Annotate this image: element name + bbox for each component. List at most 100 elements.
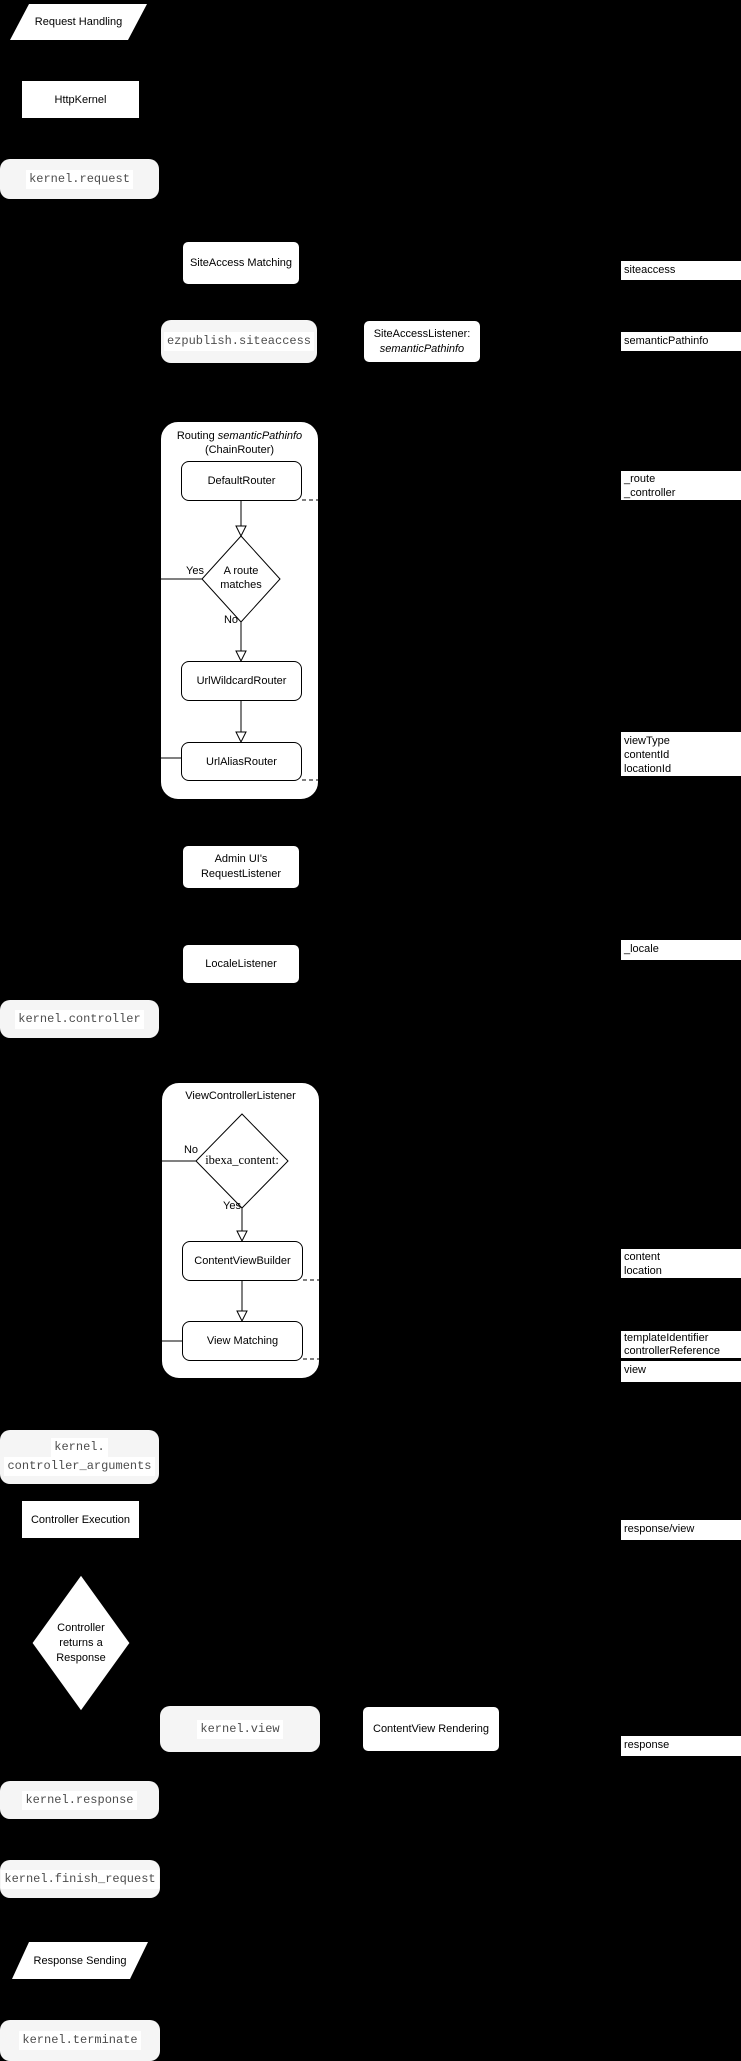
event-controller-arguments-line2: controller_arguments	[4, 1457, 155, 1476]
side-label-locale: _locale	[621, 940, 741, 960]
node-controller-execution-label: Controller Execution	[30, 1513, 131, 1526]
view-controller-listener-container: ViewControllerListener ibexa_content: No…	[161, 1082, 320, 1379]
side-label-semantic-pathinfo: semanticPathinfo	[621, 332, 741, 351]
event-kernel-view: kernel.view	[160, 1706, 320, 1752]
arrowhead-to-route-decision	[235, 525, 247, 538]
arrowhead-to-urlalias	[235, 731, 247, 744]
node-siteaccess-matching: SiteAccess Matching	[182, 241, 300, 285]
side-label-content-location: content location	[621, 1249, 741, 1278]
routing-yes-label: Yes	[174, 565, 204, 577]
routing-container-title: Routing semanticPathinfo (ChainRouter)	[161, 429, 318, 457]
side-label-response-text: response	[624, 1739, 670, 1751]
event-kernel-finish-request: kernel.finish_request	[0, 1860, 160, 1898]
node-default-router-label: DefaultRouter	[207, 475, 276, 487]
event-ezpublish-siteaccess: ezpublish.siteaccess	[161, 320, 317, 363]
controller-returns-response-label: Controller returns a Response	[31, 1621, 131, 1666]
node-url-wildcard-router-label: UrlWildcardRouter	[196, 675, 287, 687]
node-locale-listener-label: LocaleListener	[205, 958, 277, 970]
side-label-route-line1: _route	[624, 473, 656, 485]
side-label-controller-reference: controllerReference	[624, 1345, 720, 1357]
side-label-response-view-text: response/view	[624, 1523, 695, 1535]
view-controller-container-title: ViewControllerListener	[162, 1089, 319, 1103]
side-label-locationid: locationId	[624, 763, 672, 775]
node-admin-ui-line1: Admin UI's	[214, 853, 268, 865]
ibexa-content-decision-label: ibexa_content:	[172, 1153, 312, 1167]
node-view-matching: View Matching	[182, 1321, 303, 1361]
node-siteaccess-listener-line1: SiteAccessListener:	[373, 327, 471, 340]
node-url-alias-router: UrlAliasRouter	[181, 742, 302, 781]
node-view-matching-label: View Matching	[206, 1335, 279, 1347]
side-label-template-controller: templateIdentifier controllerReference	[621, 1331, 741, 1358]
side-label-view: view	[621, 1361, 741, 1382]
side-label-siteaccess-text: siteaccess	[624, 264, 676, 276]
event-ezpublish-siteaccess-label: ezpublish.siteaccess	[163, 332, 315, 351]
event-kernel-response: kernel.response	[0, 1781, 159, 1819]
controller-returns-line1: Controller	[57, 1622, 105, 1634]
side-label-response: response	[621, 1736, 741, 1756]
node-contentview-rendering-label: ContentView Rendering	[373, 1723, 489, 1735]
side-label-content: content	[624, 1251, 661, 1263]
ibexa-content-text: ibexa_content:	[205, 1153, 279, 1167]
routing-no-label: No	[216, 614, 246, 626]
node-http-kernel-label: HttpKernel	[54, 93, 107, 106]
event-kernel-controller: kernel.controller	[0, 1000, 159, 1038]
routing-no-text: No	[223, 614, 239, 626]
view-controller-no-text: No	[183, 1144, 198, 1156]
event-kernel-response-label: kernel.response	[22, 1790, 137, 1810]
event-kernel-view-label: kernel.view	[197, 1719, 283, 1739]
controller-returns-line3: Response	[56, 1652, 106, 1664]
node-contentview-rendering: ContentView Rendering	[362, 1706, 500, 1752]
view-controller-title-text: ViewControllerListener	[185, 1090, 296, 1102]
routing-chainrouter-container: Routing semanticPathinfo (ChainRouter) D…	[160, 421, 319, 800]
node-siteaccess-matching-label: SiteAccess Matching	[189, 257, 293, 269]
node-locale-listener: LocaleListener	[182, 944, 300, 984]
node-request-handling-label: Request Handling	[34, 16, 123, 28]
view-controller-no-label: No	[172, 1144, 198, 1156]
side-label-locale-text: _locale	[624, 943, 659, 955]
arrowhead-to-contentviewbuilder	[236, 1230, 248, 1243]
side-label-template-identifier: templateIdentifier	[624, 1332, 709, 1344]
side-label-response-view: response/view	[621, 1520, 741, 1540]
side-label-siteaccess: siteaccess	[621, 261, 741, 280]
controller-returns-response-diamond	[31, 1574, 131, 1712]
route-matches-line2: matches	[220, 579, 262, 591]
event-kernel-terminate: kernel.terminate	[0, 2020, 160, 2061]
node-content-view-builder-label: ContentViewBuilder	[194, 1255, 291, 1267]
arrowhead-to-view-matching	[236, 1310, 248, 1323]
event-controller-arguments-line1: kernel.	[51, 1438, 108, 1457]
node-response-sending: Response Sending	[12, 1942, 148, 1979]
side-label-contentid: contentId	[624, 749, 670, 761]
side-label-viewtype: viewType	[624, 735, 670, 747]
node-content-view-builder: ContentViewBuilder	[182, 1241, 303, 1281]
side-label-location: location	[624, 1265, 662, 1277]
controller-returns-line2: returns a	[59, 1637, 103, 1649]
side-label-view-params: viewType contentId locationId	[621, 732, 741, 776]
route-matches-line1: A route	[223, 565, 259, 577]
routing-yes-text: Yes	[186, 565, 204, 577]
routing-flow-lines	[161, 499, 318, 781]
event-kernel-finish-request-label: kernel.finish_request	[1, 1869, 159, 1889]
node-admin-ui-request-listener: Admin UI's RequestListener	[182, 845, 300, 889]
view-controller-yes-text: Yes	[223, 1200, 241, 1212]
node-controller-execution: Controller Execution	[21, 1500, 140, 1539]
route-matches-decision-label: A route matches	[171, 564, 311, 592]
routing-title-line2: (ChainRouter)	[204, 444, 275, 456]
routing-title-prefix: Routing	[176, 430, 218, 442]
node-http-kernel: HttpKernel	[21, 80, 140, 119]
side-label-route-line2: _controller	[624, 487, 676, 499]
event-kernel-terminate-label: kernel.terminate	[19, 2031, 141, 2050]
arrowhead-to-urlwildcard	[235, 650, 247, 663]
side-label-route-controller: _route _controller	[621, 471, 741, 500]
node-admin-ui-line2: RequestListener	[200, 868, 282, 880]
node-default-router: DefaultRouter	[181, 461, 302, 501]
node-url-alias-router-label: UrlAliasRouter	[206, 755, 277, 768]
event-kernel-request-label: kernel.request	[26, 169, 133, 189]
side-label-semantic-pathinfo-text: semanticPathinfo	[624, 335, 709, 347]
event-kernel-controller-arguments: kernel. controller_arguments	[0, 1430, 159, 1484]
node-url-wildcard-router: UrlWildcardRouter	[181, 661, 302, 701]
view-controller-yes-label: Yes	[217, 1200, 247, 1212]
node-request-handling: Request Handling	[10, 4, 147, 40]
event-kernel-controller-label: kernel.controller	[15, 1009, 144, 1029]
node-siteaccess-listener-line2: semanticPathinfo	[379, 342, 465, 355]
